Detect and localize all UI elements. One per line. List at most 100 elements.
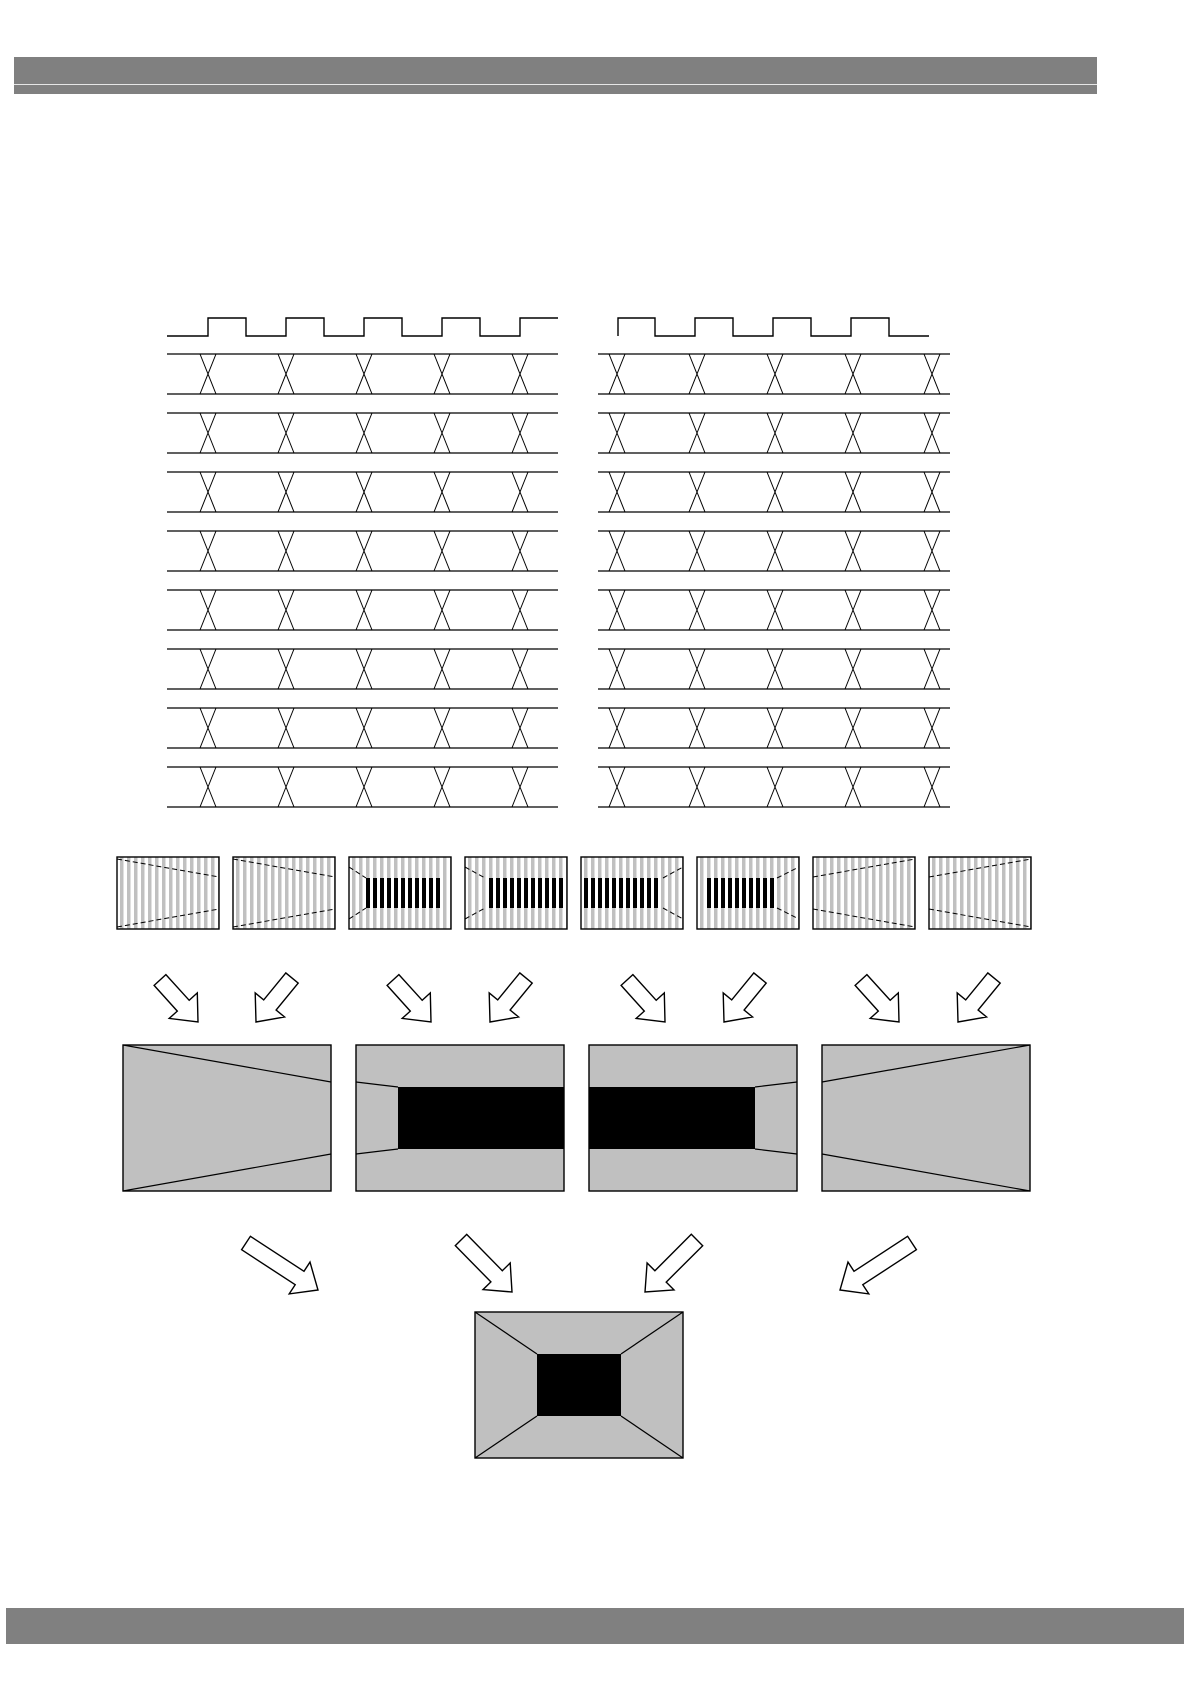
stripe bbox=[886, 857, 890, 929]
stripe-frame bbox=[929, 857, 1034, 929]
stripe bbox=[197, 857, 201, 929]
stripe-frame bbox=[581, 857, 686, 929]
stripe-frame bbox=[813, 857, 918, 929]
arrows-row-2 bbox=[242, 1234, 917, 1294]
stripe bbox=[236, 857, 240, 929]
composite-frame bbox=[589, 1045, 797, 1191]
stripe bbox=[134, 857, 138, 929]
stripe bbox=[148, 857, 152, 929]
stripe bbox=[292, 857, 296, 929]
black-bar bbox=[714, 878, 718, 908]
hollow-arrow bbox=[855, 975, 899, 1022]
stripe bbox=[995, 857, 999, 929]
data-line bbox=[598, 531, 950, 571]
black-bar bbox=[605, 878, 609, 908]
clock-line bbox=[618, 318, 929, 336]
stripe-pattern bbox=[117, 857, 222, 929]
stripe-frame bbox=[465, 857, 570, 929]
data-group-left bbox=[167, 354, 558, 807]
timing-chart bbox=[167, 318, 950, 807]
black-bar bbox=[749, 878, 753, 908]
stripe bbox=[141, 857, 145, 929]
hollow-arrow bbox=[455, 1234, 512, 1292]
stripe bbox=[482, 857, 486, 929]
stripe-frame bbox=[117, 857, 222, 929]
black-bar bbox=[436, 878, 440, 908]
data-line bbox=[598, 590, 950, 630]
data-line bbox=[598, 708, 950, 748]
data-line bbox=[167, 472, 558, 512]
hollow-arrow bbox=[255, 973, 298, 1022]
black-bar bbox=[633, 878, 637, 908]
stripe-pattern bbox=[929, 857, 1034, 929]
black-bar bbox=[415, 878, 419, 908]
black-bar bbox=[380, 878, 384, 908]
data-line bbox=[598, 413, 950, 453]
stripe bbox=[844, 857, 848, 929]
stripe bbox=[169, 857, 173, 929]
stripe bbox=[661, 857, 665, 929]
black-bar bbox=[538, 878, 542, 908]
black-bar bbox=[489, 878, 493, 908]
stripe-pattern bbox=[581, 857, 686, 929]
black-bar bbox=[408, 878, 412, 908]
stripe bbox=[1002, 857, 1006, 929]
black-bar bbox=[510, 878, 514, 908]
stripe bbox=[155, 857, 159, 929]
black-bar bbox=[591, 878, 595, 908]
black-bar bbox=[770, 878, 774, 908]
stripe bbox=[327, 857, 331, 929]
black-bar bbox=[394, 878, 398, 908]
black-bar bbox=[559, 878, 563, 908]
stripe bbox=[183, 857, 187, 929]
frame-fill bbox=[822, 1045, 1030, 1191]
black-block bbox=[589, 1087, 755, 1149]
stripe bbox=[306, 857, 310, 929]
stripe bbox=[1023, 857, 1027, 929]
data-line bbox=[598, 472, 950, 512]
stripe bbox=[313, 857, 317, 929]
stripe-pattern bbox=[813, 857, 918, 929]
hollow-arrow bbox=[957, 973, 1000, 1022]
black-bar bbox=[612, 878, 616, 908]
data-line bbox=[167, 708, 558, 748]
stripe-pattern bbox=[465, 857, 570, 929]
stripe bbox=[675, 857, 679, 929]
black-bar bbox=[545, 878, 549, 908]
data-line bbox=[167, 354, 558, 394]
stripe bbox=[443, 857, 447, 929]
hollow-arrow bbox=[154, 975, 198, 1022]
stripe bbox=[851, 857, 855, 929]
black-block bbox=[398, 1087, 564, 1149]
black-bar bbox=[763, 878, 767, 908]
stripe bbox=[250, 857, 254, 929]
hollow-arrow bbox=[242, 1236, 318, 1294]
stripe-frames bbox=[117, 857, 1034, 929]
stripe bbox=[791, 857, 795, 929]
stripe bbox=[830, 857, 834, 929]
stripe bbox=[211, 857, 215, 929]
black-bar bbox=[531, 878, 535, 908]
stripe bbox=[823, 857, 827, 929]
stripe bbox=[475, 857, 479, 929]
black-bar bbox=[552, 878, 556, 908]
data-line bbox=[167, 413, 558, 453]
black-bar bbox=[401, 878, 405, 908]
stripe bbox=[264, 857, 268, 929]
data-line bbox=[167, 649, 558, 689]
composite-frames bbox=[123, 1045, 1030, 1191]
black-bar bbox=[742, 878, 746, 908]
black-bar bbox=[707, 878, 711, 908]
stripe-pattern bbox=[233, 857, 338, 929]
black-bar bbox=[503, 878, 507, 908]
stripe bbox=[120, 857, 124, 929]
stripe-pattern bbox=[349, 857, 454, 929]
stripe bbox=[257, 857, 261, 929]
stripe bbox=[893, 857, 897, 929]
stripe bbox=[243, 857, 247, 929]
data-line bbox=[167, 767, 558, 807]
black-bar bbox=[735, 878, 739, 908]
hollow-arrow bbox=[489, 973, 532, 1022]
stripe bbox=[320, 857, 324, 929]
hollow-arrow bbox=[645, 1234, 703, 1292]
